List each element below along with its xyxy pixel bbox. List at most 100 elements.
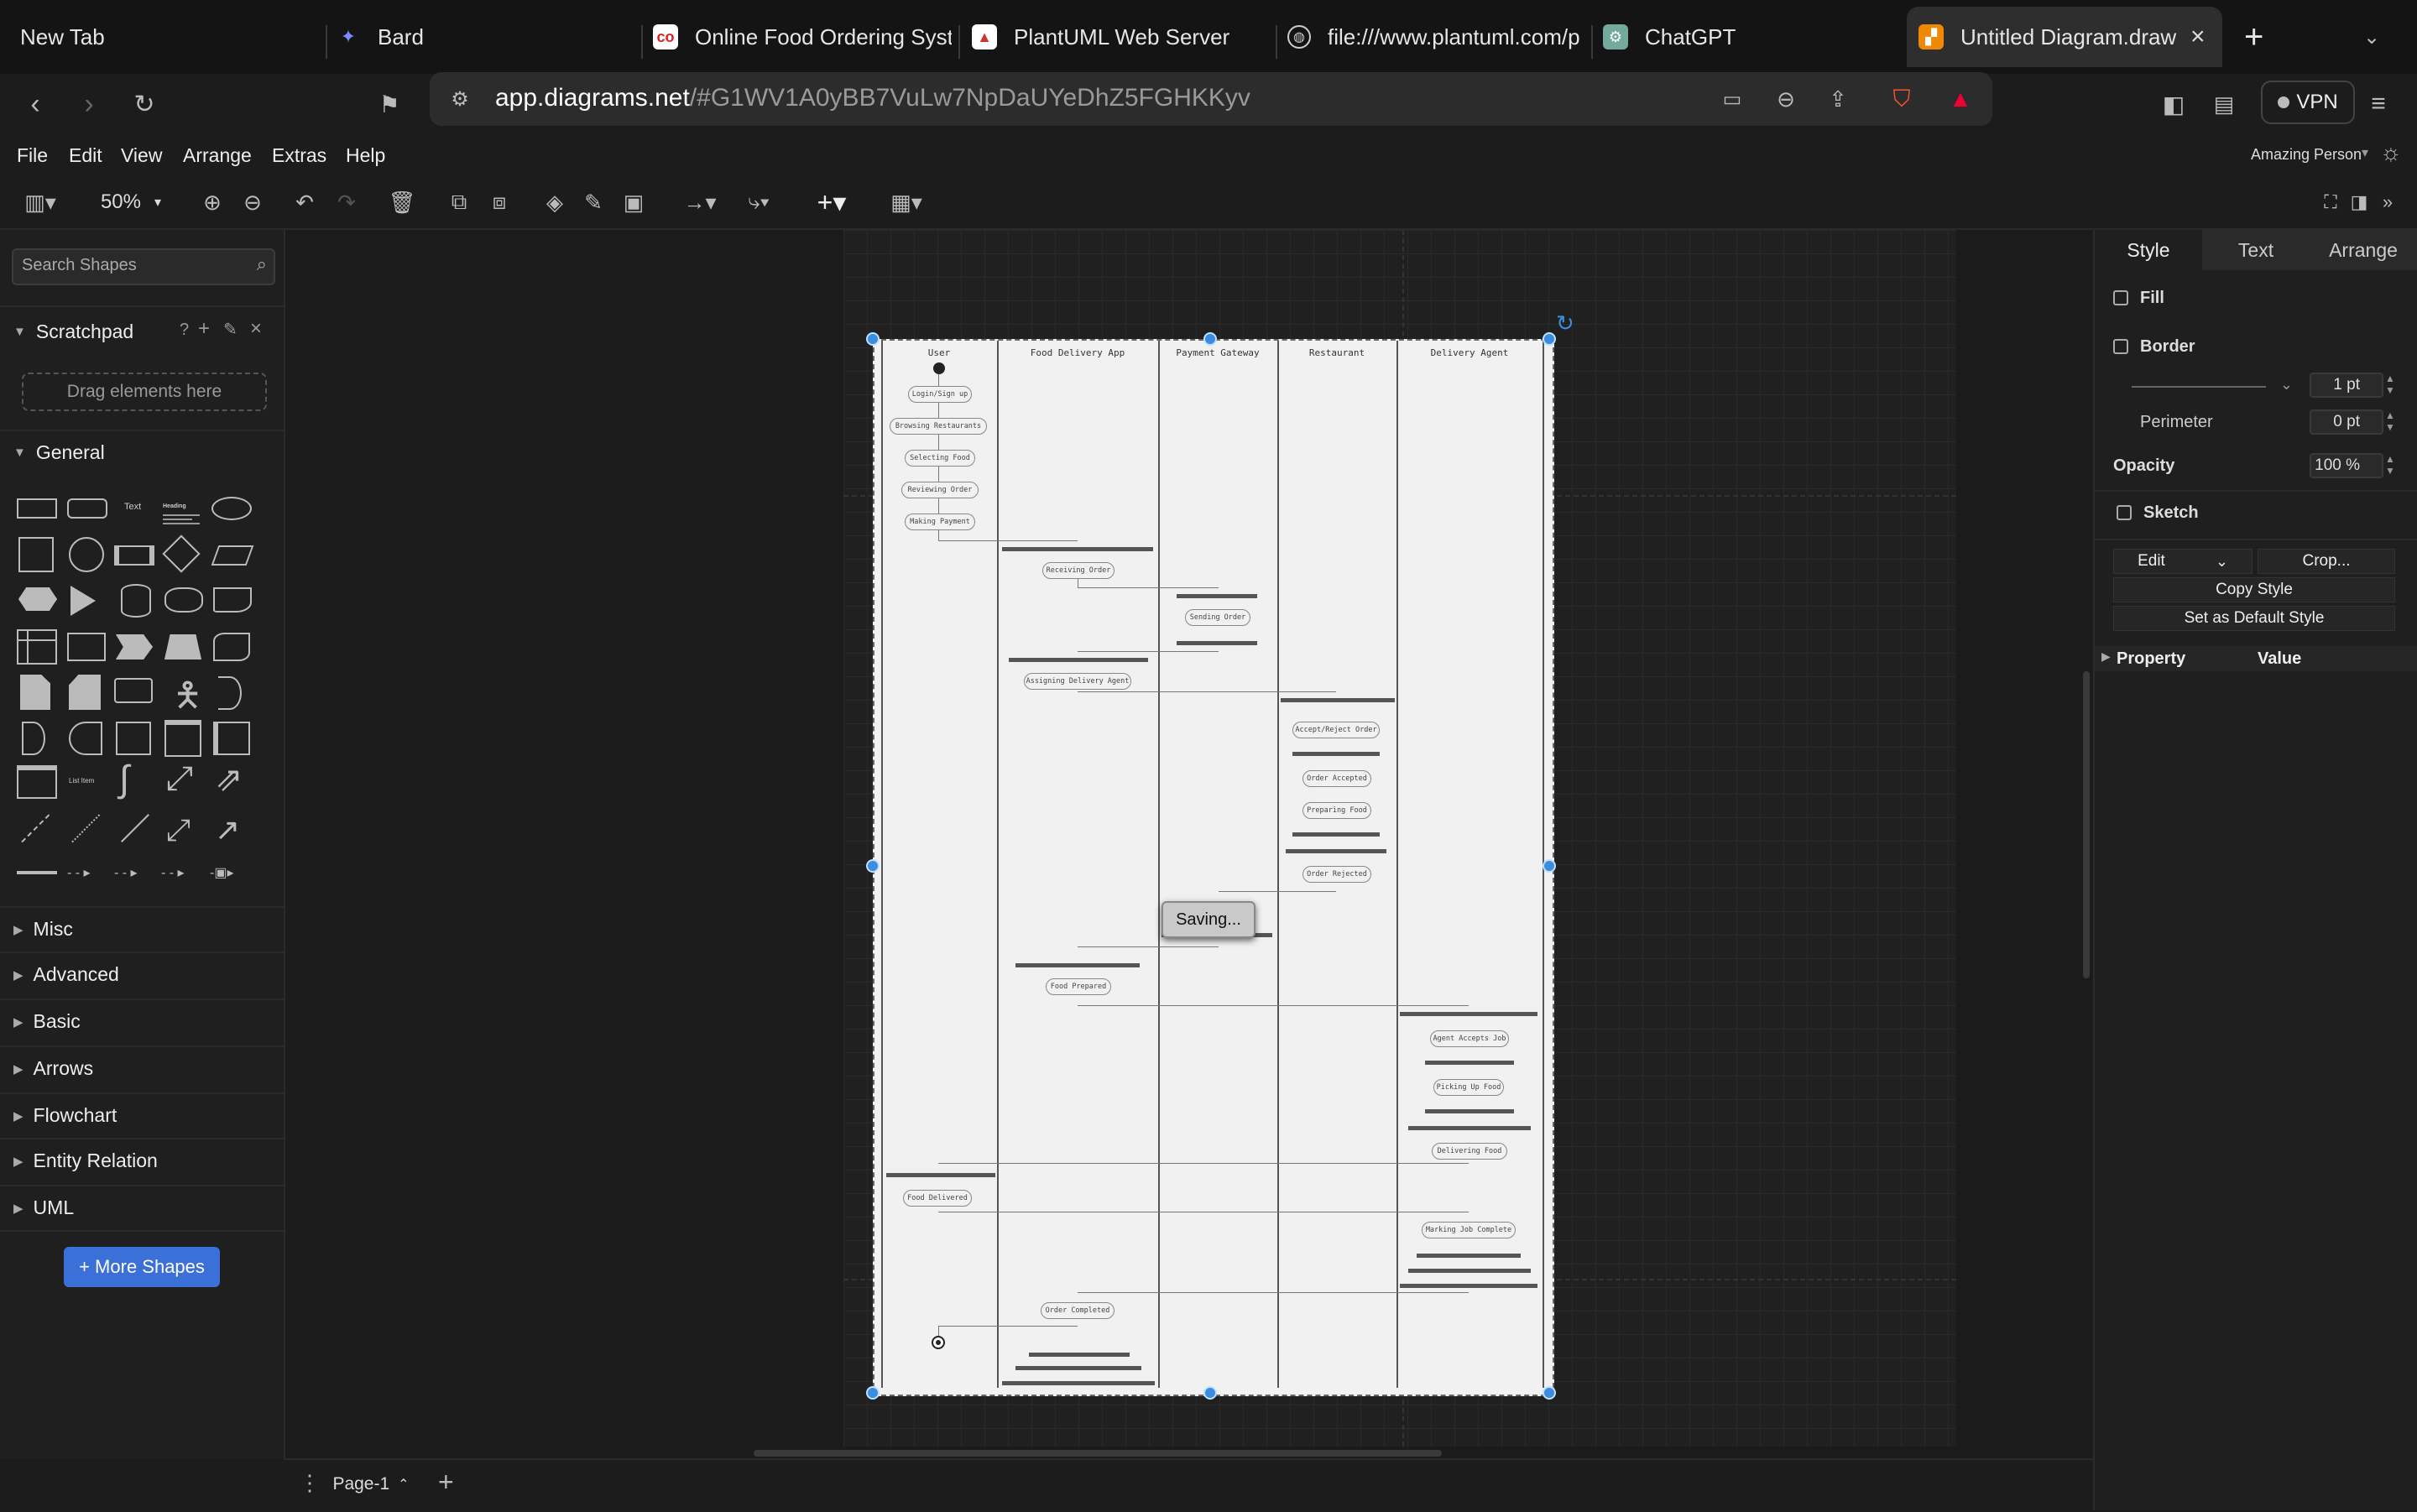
waypoints-icon[interactable]: ⤷▾: [748, 189, 770, 214]
general-section-header[interactable]: ▼General: [13, 441, 105, 464]
tab-untitled-diagram[interactable]: ▞ Untitled Diagram.draw ×: [1907, 7, 2222, 67]
stepper-icon[interactable]: ▲▼: [2385, 409, 2395, 433]
zoom-in-icon[interactable]: ⊕: [203, 189, 222, 215]
sidebar-section-arrows[interactable]: ▶Arrows: [13, 1057, 94, 1079]
theme-sun-icon[interactable]: ☼: [2380, 139, 2402, 165]
fill-color-icon[interactable]: ◈: [546, 189, 563, 215]
tab-bard[interactable]: ✦ Bard: [336, 7, 621, 67]
cast-icon[interactable]: ▭: [1722, 87, 1742, 111]
tab-online-food-ordering[interactable]: co Online Food Ordering Syste: [653, 7, 952, 67]
actor-shape[interactable]: 🯅: [173, 677, 203, 714]
table-icon[interactable]: ▦▾: [890, 189, 922, 215]
url-text[interactable]: app.diagrams.net/#G1WV1A0yBB7VuLw7NpDaUY…: [495, 84, 1250, 112]
resize-handle-sw[interactable]: [866, 1386, 880, 1400]
to-front-icon[interactable]: ⧉: [451, 189, 467, 214]
fill-checkbox[interactable]: [2113, 290, 2128, 305]
connector-3-labels-shape[interactable]: - - ▸: [161, 866, 185, 880]
menu-arrange[interactable]: Arrange: [183, 144, 252, 166]
help-icon[interactable]: ?: [180, 321, 190, 339]
edit-style-button[interactable]: Edit⌄: [2113, 549, 2253, 574]
circle-shape[interactable]: [69, 537, 104, 572]
heading-shape[interactable]: Heading: [163, 497, 200, 524]
wallet-icon[interactable]: ▤: [2213, 91, 2235, 117]
new-tab-plus-icon[interactable]: +: [2244, 18, 2264, 55]
insert-plus-icon[interactable]: +▾: [817, 187, 847, 217]
stepper-icon[interactable]: ▲▼: [2385, 373, 2395, 396]
sidebar-section-uml[interactable]: ▶UML: [13, 1197, 75, 1218]
fullscreen-icon[interactable]: ⛶: [2324, 191, 2337, 212]
user-dropdown-icon[interactable]: ▾: [2362, 146, 2369, 160]
add-page-icon[interactable]: +: [438, 1467, 454, 1497]
redo-icon[interactable]: ↷: [337, 189, 356, 215]
tab-text[interactable]: Text: [2202, 230, 2310, 270]
delay-shape[interactable]: [22, 722, 45, 755]
scratchpad-header[interactable]: ▼Scratchpad: [13, 321, 133, 343]
connector-symbol-shape[interactable]: -▣▸: [210, 866, 234, 880]
document-shape[interactable]: [213, 587, 252, 613]
opacity-input[interactable]: 100 %: [2310, 453, 2383, 478]
menu-file[interactable]: File: [17, 144, 49, 166]
user-name[interactable]: Amazing Person: [2251, 146, 2362, 163]
delete-icon[interactable]: 🗑: [388, 189, 416, 215]
menu-edit[interactable]: Edit: [69, 144, 102, 166]
perimeter-input[interactable]: 0 pt: [2310, 409, 2383, 435]
menu-extras[interactable]: Extras: [272, 144, 327, 166]
list-shape[interactable]: [17, 765, 57, 799]
zoom-out-icon[interactable]: ⊖: [243, 189, 262, 215]
sidebar-section-advanced[interactable]: ▶Advanced: [13, 963, 119, 985]
note-shape[interactable]: [20, 675, 50, 710]
search-icon[interactable]: ⌕: [256, 253, 267, 274]
chevron-down-icon[interactable]: ⌄: [2363, 25, 2381, 49]
rotate-handle-icon[interactable]: ↻: [1556, 310, 1574, 336]
card-shape[interactable]: [69, 675, 101, 710]
link-shape[interactable]: [17, 871, 57, 874]
resize-handle-nw[interactable]: [866, 332, 880, 346]
share-icon[interactable]: ⇪: [1829, 86, 1847, 112]
sidebar-section-basic[interactable]: ▶Basic: [13, 1010, 81, 1032]
zoom-out-icon[interactable]: ⊖: [1777, 86, 1795, 112]
data-storage-shape[interactable]: [69, 722, 102, 755]
tab-plantuml[interactable]: ▲ PlantUML Web Server: [972, 7, 1257, 67]
list-item-shape[interactable]: List Item: [69, 777, 95, 785]
square-shape[interactable]: [18, 537, 54, 572]
container-shape[interactable]: [116, 722, 151, 755]
tab-new-tab[interactable]: New Tab: [20, 7, 305, 67]
resize-handle-ne[interactable]: [1543, 332, 1556, 346]
back-arrow-icon[interactable]: ‹: [30, 87, 40, 120]
tape-shape[interactable]: [213, 633, 250, 661]
set-default-style-button[interactable]: Set as Default Style: [2113, 606, 2395, 631]
address-bar[interactable]: [430, 72, 1992, 126]
copy-style-button[interactable]: Copy Style: [2113, 577, 2395, 602]
tab-file-plantuml[interactable]: ◍ file:///www.plantuml.com/p: [1287, 7, 1581, 67]
border-width-input[interactable]: 1 pt: [2310, 373, 2383, 398]
to-back-icon[interactable]: ⧈: [492, 189, 507, 214]
connector-2-labels-shape[interactable]: - - ▸: [114, 866, 138, 880]
sidebar-section-entity-relation[interactable]: ▶Entity Relation: [13, 1150, 158, 1171]
bidirectional-arrow-shape[interactable]: ⤢: [166, 760, 193, 797]
cloud-shape[interactable]: [164, 587, 203, 613]
browser-menu-icon[interactable]: ≡: [2371, 90, 2386, 117]
panel-layout-icon[interactable]: ▥▾: [24, 189, 56, 215]
cube-shape[interactable]: [67, 633, 106, 661]
text-shape[interactable]: Text: [124, 502, 142, 512]
brave-rewards-icon[interactable]: ▲: [1949, 86, 1972, 112]
resize-handle-e[interactable]: [1543, 859, 1556, 873]
connector-label-shape[interactable]: - - ▸: [67, 866, 91, 880]
stepper-icon[interactable]: ▲▼: [2385, 453, 2395, 477]
crop-button[interactable]: Crop...: [2258, 549, 2395, 574]
tab-style[interactable]: Style: [2095, 230, 2202, 270]
sidebar-toggle-icon[interactable]: ◧: [2162, 91, 2185, 117]
border-pattern-select[interactable]: ⌄: [2123, 374, 2296, 399]
close-icon[interactable]: ×: [2190, 23, 2206, 50]
collapse-icon[interactable]: »: [2382, 191, 2394, 212]
zoom-select[interactable]: 50%▾: [100, 190, 162, 213]
activity-diagram-image[interactable]: User Food Delivery App Payment Gateway R…: [873, 339, 1554, 1396]
cylinder-shape[interactable]: [121, 584, 151, 618]
brave-shield-icon[interactable]: ⛉: [1892, 85, 1911, 112]
properties-header[interactable]: ▶ Property Value: [2095, 646, 2417, 671]
edit-pencil-icon[interactable]: ✎: [223, 321, 238, 339]
resize-handle-s[interactable]: [1203, 1386, 1217, 1400]
vpn-button[interactable]: VPN: [2261, 81, 2355, 124]
close-icon[interactable]: ×: [250, 317, 263, 340]
menu-help[interactable]: Help: [346, 144, 386, 166]
